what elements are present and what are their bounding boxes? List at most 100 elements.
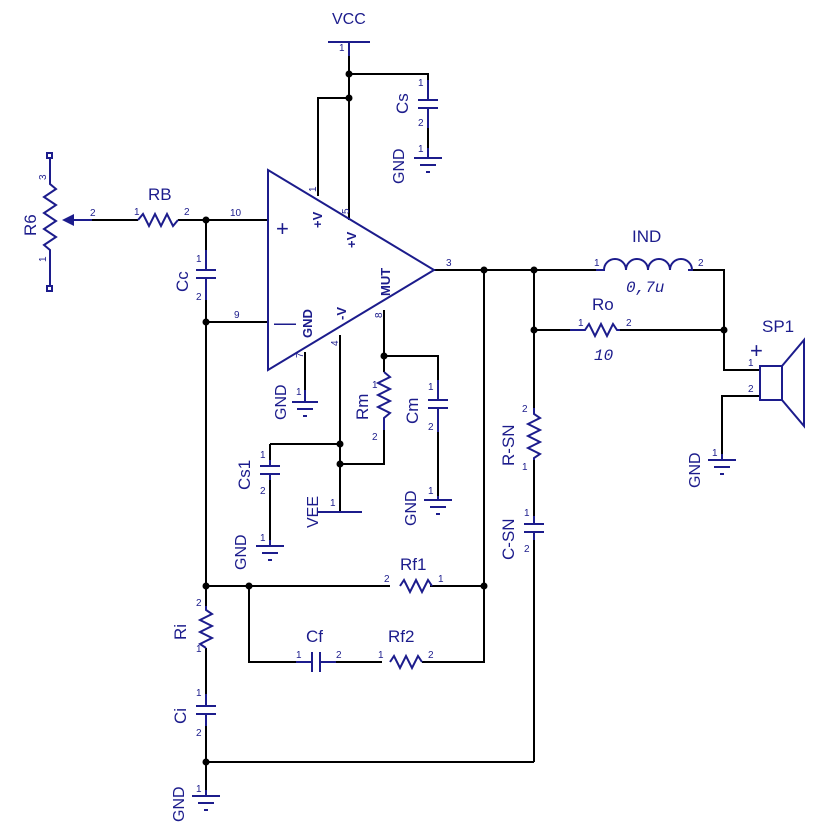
opamp-pin-3: 3 [446,258,452,269]
capacitor-cs: 1 2 Cs [393,78,438,129]
csn-pin-2: 2 [524,544,530,555]
capacitor-cm: 1 2 Cm [403,380,448,433]
sp1-pin-1: 1 [748,358,754,369]
gnd-in-label: GND [171,786,188,822]
cs1-label: Cs1 [235,460,254,490]
capacitor-cc: 1 2 Cc [173,250,216,303]
capacitor-cf: 1 2 Cf [296,627,342,672]
resistor-ri: 2 1 Ri [171,598,215,655]
gnd-symbol-cs: 1 GND [391,144,442,184]
cf-pin-1: 1 [296,650,302,661]
ri-pin-1: 1 [196,644,202,655]
junction-dots [202,70,728,766]
sp1-pin-2: 2 [748,384,754,395]
rm-pin-1: 1 [372,380,378,391]
capacitor-csn: 1 2 C-SN [499,508,544,560]
gnd-cm-pin: 1 [428,486,434,497]
cc-label: Cc [173,271,192,292]
rf2-pin-1: 1 [378,650,384,661]
r6-pin-3: 3 [38,174,49,180]
ind-value: 0,7u [626,279,665,297]
opamp: + — +V +V -V GND MUT 10 9 3 1 5 7 4 8 [230,168,452,372]
vee-label: VEE [305,496,322,528]
csn-label: C-SN [499,518,518,560]
vcc-symbol: 1 VCC [328,11,370,56]
cc-pin-1: 1 [196,254,202,265]
r6-label: R6 [21,214,40,236]
opamp-pin-9: 9 [234,310,240,321]
ro-pin-2: 2 [626,318,632,329]
vcc-pin-1: 1 [339,43,345,54]
cm-label: Cm [403,398,422,424]
opamp-pin-7: 7 [295,352,306,358]
resistor-rm: 1 2 Rm [353,371,393,443]
ind-pin-2: 2 [698,258,704,269]
ri-pin-2: 2 [196,598,202,609]
vee-symbol: 1 VEE [305,496,362,528]
ro-value: 10 [594,347,614,365]
gnd-cm-label: GND [403,490,420,526]
speaker-sp1: + 1 2 SP1 [748,317,805,429]
capacitor-ci: 1 2 Ci [171,688,216,739]
opamp-plus-sign: + [276,216,289,241]
opamp-pin-1: 1 [308,186,319,192]
vee-pin-1: 1 [330,498,336,509]
resistor-rb: 1 2 RB [134,185,190,229]
gnd-op-pin: 1 [296,387,302,398]
ind-label: IND [632,227,661,246]
opamp-pin-5: 5 [341,208,352,214]
gnd-cs1-pin: 1 [260,533,266,544]
opamp-mute-label: MUT [378,268,393,296]
cs1-pin-1: 1 [260,450,266,461]
ro-pin-1: 1 [578,318,584,329]
opamp-pin-10: 10 [230,208,242,219]
cs-pin-2: 2 [418,118,424,129]
rsn-pin-2: 2 [522,404,528,415]
rf2-label: Rf2 [388,627,414,646]
gnd-sp-label: GND [687,452,704,488]
cf-pin-2: 2 [336,650,342,661]
opamp-plus-v2-label: +V [344,231,359,248]
opamp-pin-8: 8 [374,312,385,318]
csn-pin-1: 1 [524,508,530,519]
gnd-symbol-speaker: 1 GND [687,448,736,488]
cm-pin-2: 2 [428,422,434,433]
sp1-label: SP1 [762,317,794,336]
ci-pin-2: 2 [196,728,202,739]
resistor-rf2: 1 2 Rf2 [378,627,434,671]
gnd-cs1-label: GND [233,534,250,570]
gnd-cs-label: GND [391,148,408,184]
gnd-cs-pin: 1 [418,144,424,155]
ci-pin-1: 1 [196,688,202,699]
rb-pin-1: 1 [134,207,140,218]
rf1-pin-2: 2 [384,574,390,585]
cc-pin-2: 2 [196,292,202,303]
rsn-pin-1: 1 [522,462,528,473]
gnd-symbol-cs1: 1 GND [233,533,284,570]
rf1-label: Rf1 [400,555,426,574]
opamp-minus-sign: — [274,310,296,335]
opamp-gnd-label: GND [300,309,315,338]
rb-label: RB [148,185,172,204]
opamp-pin-4: 4 [330,340,341,346]
capacitor-cs1: 1 2 Cs1 [235,450,280,497]
rm-pin-2: 2 [372,432,378,443]
gnd-symbol-input: 1 GND [171,784,220,822]
ind-pin-1: 1 [594,258,600,269]
wires [80,52,760,790]
ci-label: Ci [171,708,190,724]
ro-label: Ro [592,295,614,314]
cs-pin-1: 1 [418,78,424,89]
r6-pin-2: 2 [90,208,96,219]
cf-label: Cf [306,627,323,646]
resistor-rf1: 2 1 Rf1 [384,555,444,595]
rsn-label: R-SN [499,424,518,466]
rf2-pin-2: 2 [428,650,434,661]
cs-label: Cs [393,93,412,114]
ri-label: Ri [171,624,190,640]
inductor-ind: 1 2 IND 0,7u [594,227,704,297]
gnd-symbol-cm: 1 GND [403,486,452,526]
opamp-minus-v-label: -V [334,307,349,320]
gnd-sp-pin: 1 [712,448,718,459]
